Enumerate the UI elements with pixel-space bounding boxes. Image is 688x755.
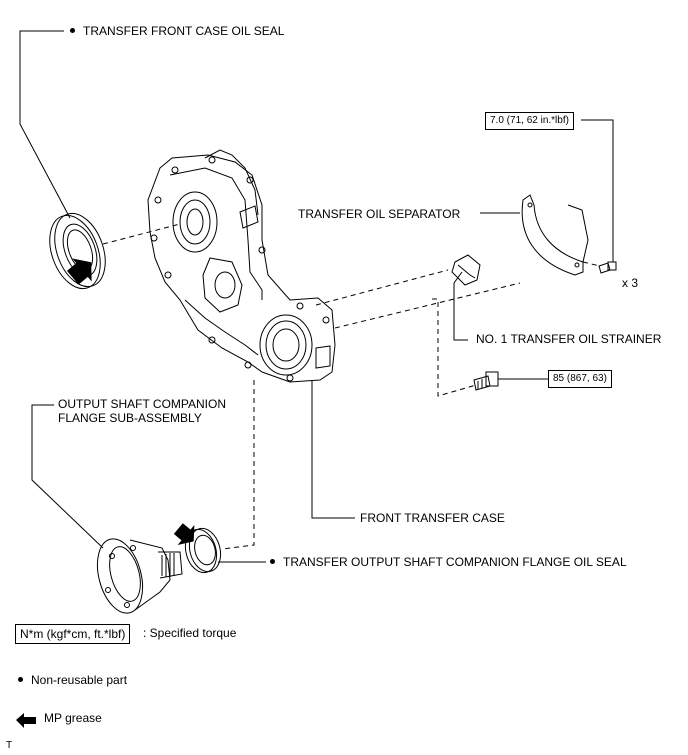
legend-torque-box: N*m (kgf*cm, ft.*lbf) <box>15 624 131 644</box>
legend-torque-desc: : Specified torque <box>143 626 237 640</box>
leader-front-case <box>311 381 355 519</box>
grease-arrow-flange-seal <box>173 523 195 545</box>
corner-mark: T <box>6 740 13 751</box>
legend-grease-label: MP grease <box>44 711 102 725</box>
label-companion-flange-line1: OUTPUT SHAFT COMPANION <box>58 397 227 411</box>
flange-oil-seal <box>184 527 222 574</box>
oil-strainer <box>451 254 481 286</box>
label-oil-separator: TRANSFER OIL SEPARATOR <box>298 207 461 221</box>
legend-grease-arrow <box>16 713 36 728</box>
label-flange-oil-seal: TRANSFER OUTPUT SHAFT COMPANION FLANGE O… <box>270 555 627 569</box>
non-reusable-dot <box>18 677 23 683</box>
label-quantity: x 3 <box>622 276 639 290</box>
leader-front-oil-seal <box>19 30 71 219</box>
oil-separator <box>521 194 589 276</box>
torque-box-case: 85 (867, 63) <box>548 370 612 388</box>
non-reusable-dot <box>270 559 275 565</box>
non-reusable-dot <box>70 28 75 34</box>
label-front-case-oil-seal: TRANSFER FRONT CASE OIL SEAL <box>70 24 284 38</box>
leader-companion-flange <box>31 404 104 549</box>
label-oil-strainer: NO. 1 TRANSFER OIL STRAINER <box>476 332 662 346</box>
companion-flange <box>96 538 183 614</box>
leader-separator-torque <box>581 119 614 262</box>
separator-bolt <box>598 261 617 274</box>
front-transfer-case <box>147 149 336 383</box>
label-front-transfer-case: FRONT TRANSFER CASE <box>360 511 505 525</box>
case-bolt <box>473 371 499 391</box>
leader-oil-strainer <box>453 271 468 341</box>
grease-arrow-front-seal <box>67 258 92 285</box>
legend-non-reusable: Non-reusable part <box>18 673 127 687</box>
torque-box-separator: 7.0 (71, 62 in.*lbf) <box>485 112 574 130</box>
label-companion-flange-line2: FLANGE SUB-ASSEMBLY <box>58 411 202 425</box>
